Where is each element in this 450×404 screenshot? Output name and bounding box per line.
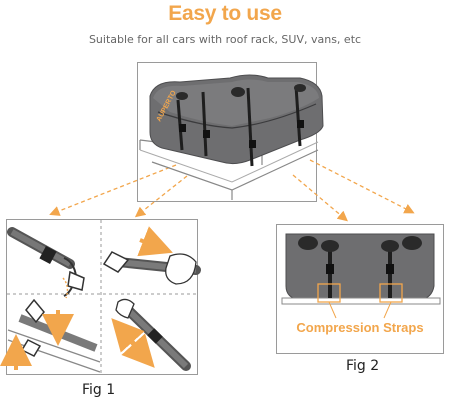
fig1-step1-illustration (7, 227, 85, 299)
dashed-arrows (49, 159, 415, 222)
fig1-label: Fig 1 (82, 382, 116, 398)
cargo-bag-illustration: AUPERTO (139, 74, 324, 200)
fig1-step2-illustration (102, 226, 201, 285)
page-subtitle: Suitable for all cars with roof rack, SU… (88, 33, 362, 46)
fig1-step3-illustration (0, 298, 101, 373)
fig1-dividers (7, 220, 197, 374)
fig1-step4-illustration (111, 298, 191, 371)
fig2-label: Fig 2 (346, 358, 380, 374)
compression-straps-label: Compression Straps (296, 320, 424, 335)
fig2-bag-illustration (281, 233, 441, 319)
page-title: Easy to use (168, 2, 282, 25)
